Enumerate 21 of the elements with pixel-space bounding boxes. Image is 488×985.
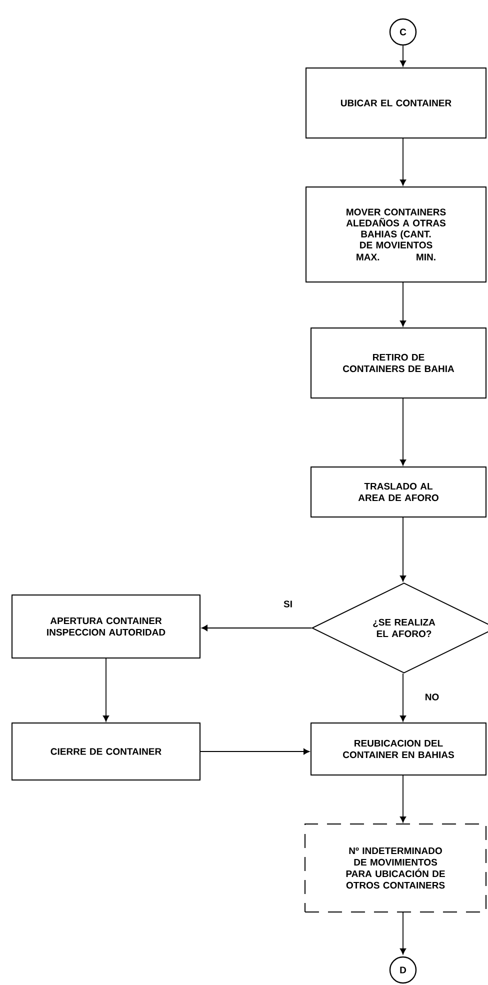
arrow xyxy=(400,775,406,823)
arrow xyxy=(400,517,406,582)
process-box: RETIRO DE CONTAINERS DE BAHIA xyxy=(310,328,486,398)
arrow xyxy=(400,673,406,722)
arrow xyxy=(400,138,406,186)
process-box: REUBICACION DEL CONTAINER EN BAHIAS xyxy=(310,722,486,776)
edge-label: SI xyxy=(282,600,294,608)
arrow xyxy=(201,624,312,632)
arrow xyxy=(400,398,406,466)
process-box: TRASLADO AL AREA DE AFORO xyxy=(310,466,486,518)
edge-label: NO xyxy=(424,692,440,702)
process-box: CIERRE DE CONTAINER xyxy=(12,722,200,780)
process-box: APERTURA CONTAINER INSPECCION AUTORIDAD xyxy=(12,594,200,658)
arrow xyxy=(400,282,406,327)
process-box: MOVER CONTAINERS ALEDAÑOS A OTRAS BAHIAS (CANT. DE MOVIENTOS MAX. MIN. xyxy=(306,186,486,282)
arrow xyxy=(102,658,110,722)
arrow xyxy=(200,748,310,755)
process-box: UBICAR EL CONTAINER xyxy=(306,68,486,138)
arrow xyxy=(400,912,406,954)
dashed-process-box: Nº INDETERMINADO DE MOVIMIENTOS PARA UBICACIÓN DE OTROS CONTAINERS xyxy=(304,824,486,912)
arrow xyxy=(400,45,406,67)
